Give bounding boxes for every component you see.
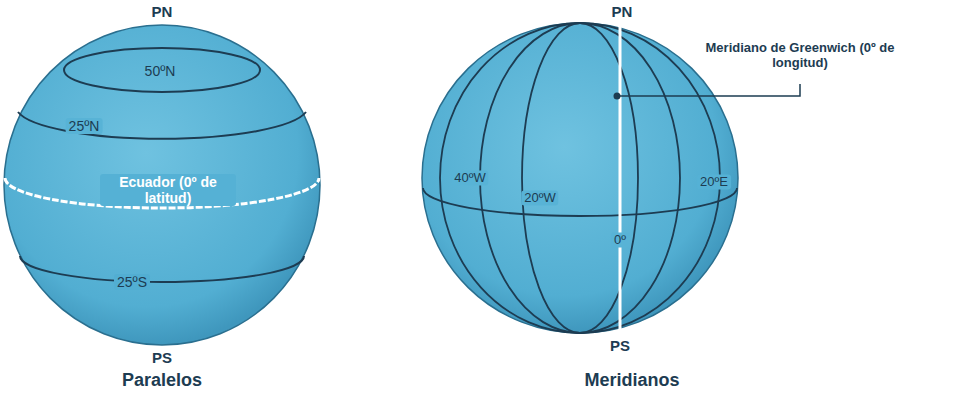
meridian-line xyxy=(480,23,680,333)
figure-caption: Paralelos xyxy=(122,370,202,391)
meridians-globe xyxy=(422,22,800,333)
leader-line xyxy=(617,84,800,96)
pole-label: PN xyxy=(152,3,173,20)
greenwich-meridian xyxy=(619,22,622,330)
globe-body xyxy=(4,25,320,345)
parallel-line xyxy=(20,256,304,282)
pole-label: PS xyxy=(610,337,630,354)
parallel-label: 25ºN xyxy=(66,118,103,134)
meridian-label: 20ºW xyxy=(521,191,558,206)
meridian-line xyxy=(440,23,720,333)
parallel-line xyxy=(64,48,260,92)
equator-label: Ecuador (0º de latitud) xyxy=(100,174,236,206)
globe-body xyxy=(422,23,738,333)
pole-label: PS xyxy=(152,349,172,366)
meridian-line xyxy=(522,23,638,333)
meridian-label: 0º xyxy=(611,233,629,248)
parallels-globe xyxy=(4,25,320,345)
figure-caption: Meridianos xyxy=(584,370,679,391)
parallel-line xyxy=(18,112,306,139)
equator-line xyxy=(423,188,737,216)
parallel-label: 25ºS xyxy=(114,274,150,290)
meridian-label: 40ºW xyxy=(451,171,488,186)
meridian-label: 20ºE xyxy=(697,175,731,190)
greenwich-callout: Meridiano de Greenwich (0º de longitud) xyxy=(705,41,895,71)
parallel-label: 50ºN xyxy=(145,63,176,79)
pole-label: PN xyxy=(612,3,633,20)
